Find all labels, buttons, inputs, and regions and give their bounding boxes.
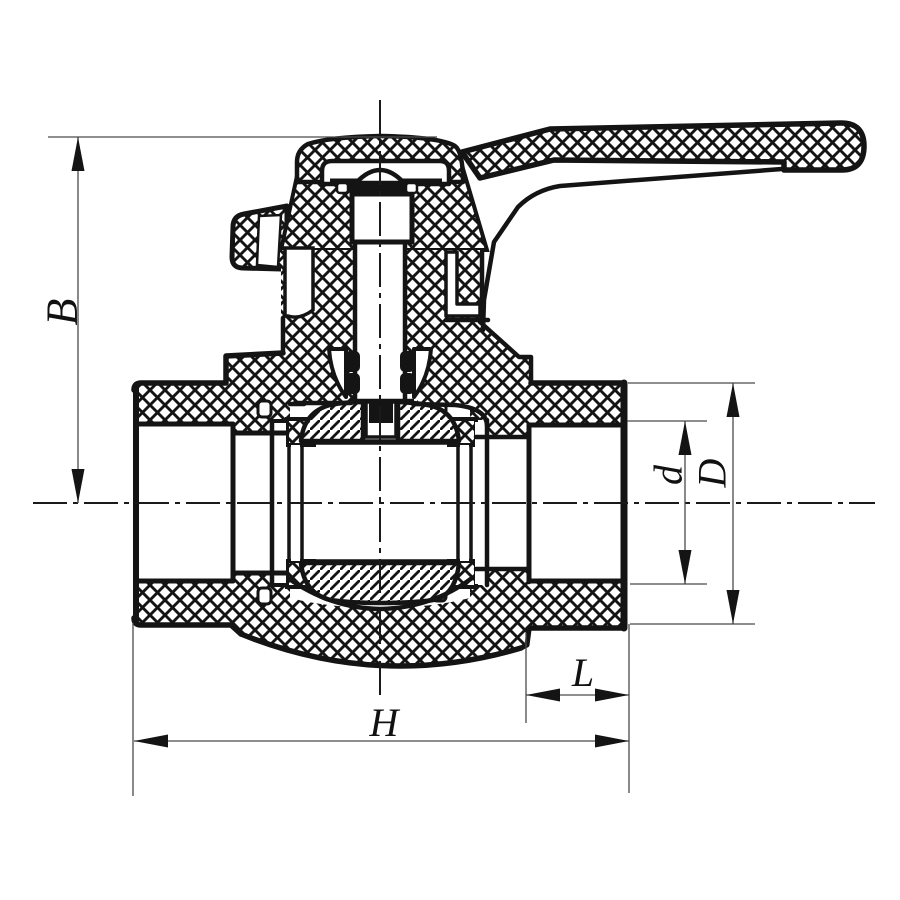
svg-text:B: B — [38, 299, 87, 326]
svg-text:D: D — [690, 458, 735, 488]
svg-text:d: d — [646, 464, 691, 485]
svg-text:H: H — [369, 700, 401, 745]
svg-text:L: L — [571, 650, 594, 695]
